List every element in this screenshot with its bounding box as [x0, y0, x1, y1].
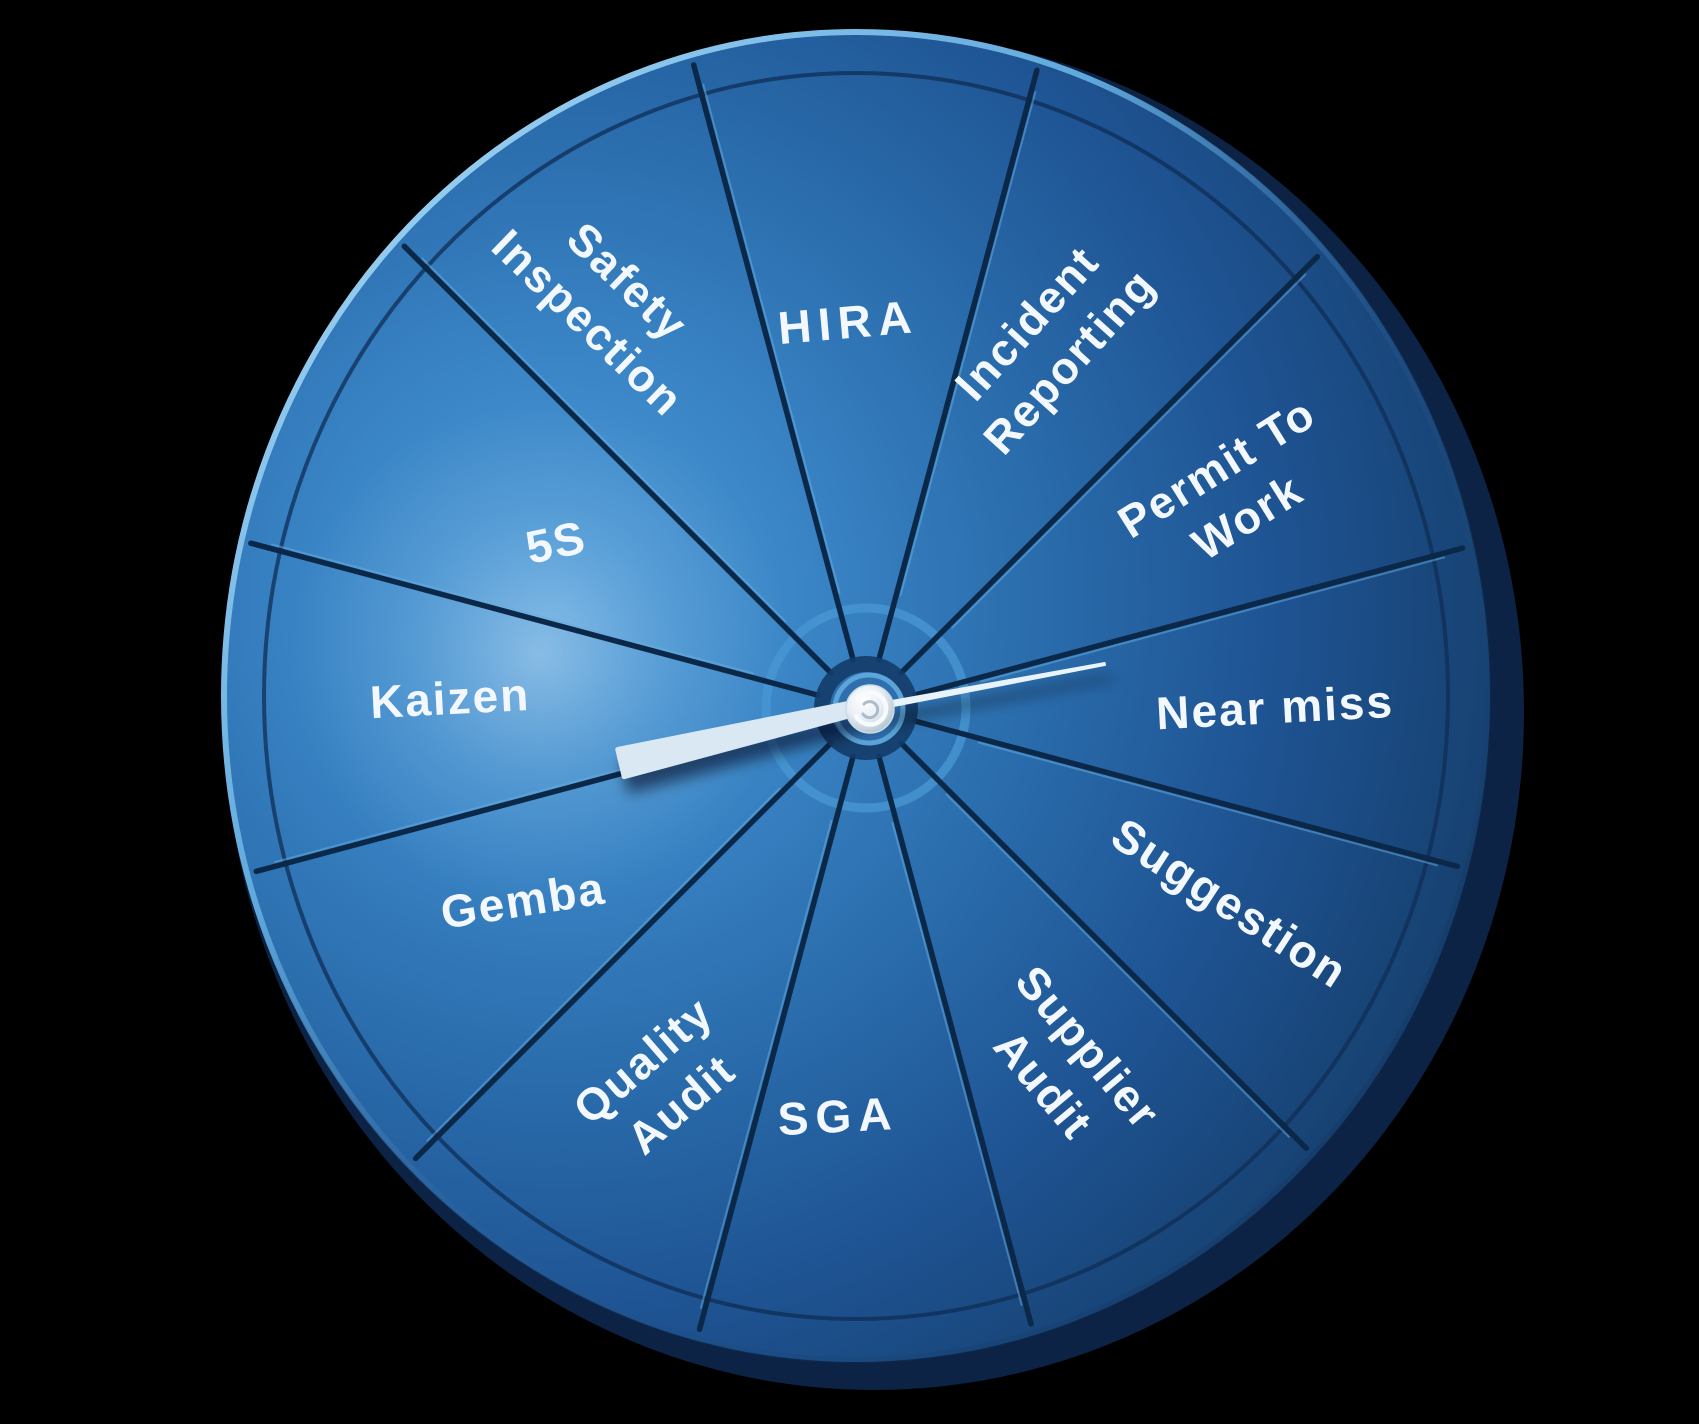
segment-divider-highlight	[699, 819, 833, 1309]
segment-divider	[898, 740, 1309, 1151]
segment-divider-highlight	[899, 91, 1037, 597]
segment-divider	[412, 740, 834, 1162]
segment-divider	[248, 540, 821, 698]
segment-divider	[876, 753, 1034, 1327]
segment-divider	[696, 753, 856, 1332]
segment-dividers	[248, 62, 1466, 1332]
segment-label-hira: HIRA	[776, 290, 920, 354]
segment-divider	[690, 62, 856, 663]
wheel-rim-highlight	[221, 29, 1491, 1363]
segment-divider-highlight	[945, 793, 1290, 1138]
segment-divider-highlight	[951, 273, 1307, 629]
wheel-inner-border	[262, 71, 1450, 1321]
inner-ring	[761, 603, 971, 813]
hub-dome-inner-curl	[861, 700, 880, 720]
hub-dome-highlight	[853, 690, 889, 727]
segment-label-sga: SGA	[776, 1087, 899, 1145]
segment-divider	[401, 243, 834, 676]
segment-divider	[898, 253, 1321, 676]
segment-divider-highlight	[891, 822, 1023, 1306]
segment-label-5s: 5S	[521, 510, 591, 573]
segment-divider	[911, 718, 1461, 870]
segment-divider-highlight	[980, 556, 1446, 683]
segment-divider	[876, 67, 1040, 663]
wheel-flare	[290, 405, 790, 905]
segment-divider-highlight	[702, 83, 841, 594]
segment-divider-highlight	[271, 543, 755, 675]
segment-divider	[911, 545, 1466, 698]
segment-divider-highlight	[426, 787, 781, 1142]
segment-divider-highlight	[977, 741, 1438, 867]
segment-divider-highlight	[421, 257, 787, 623]
segment-label-near-miss: Near miss	[1155, 675, 1395, 739]
clock-hands	[615, 662, 1106, 780]
segment-label-kaizen: Kaizen	[369, 668, 532, 728]
